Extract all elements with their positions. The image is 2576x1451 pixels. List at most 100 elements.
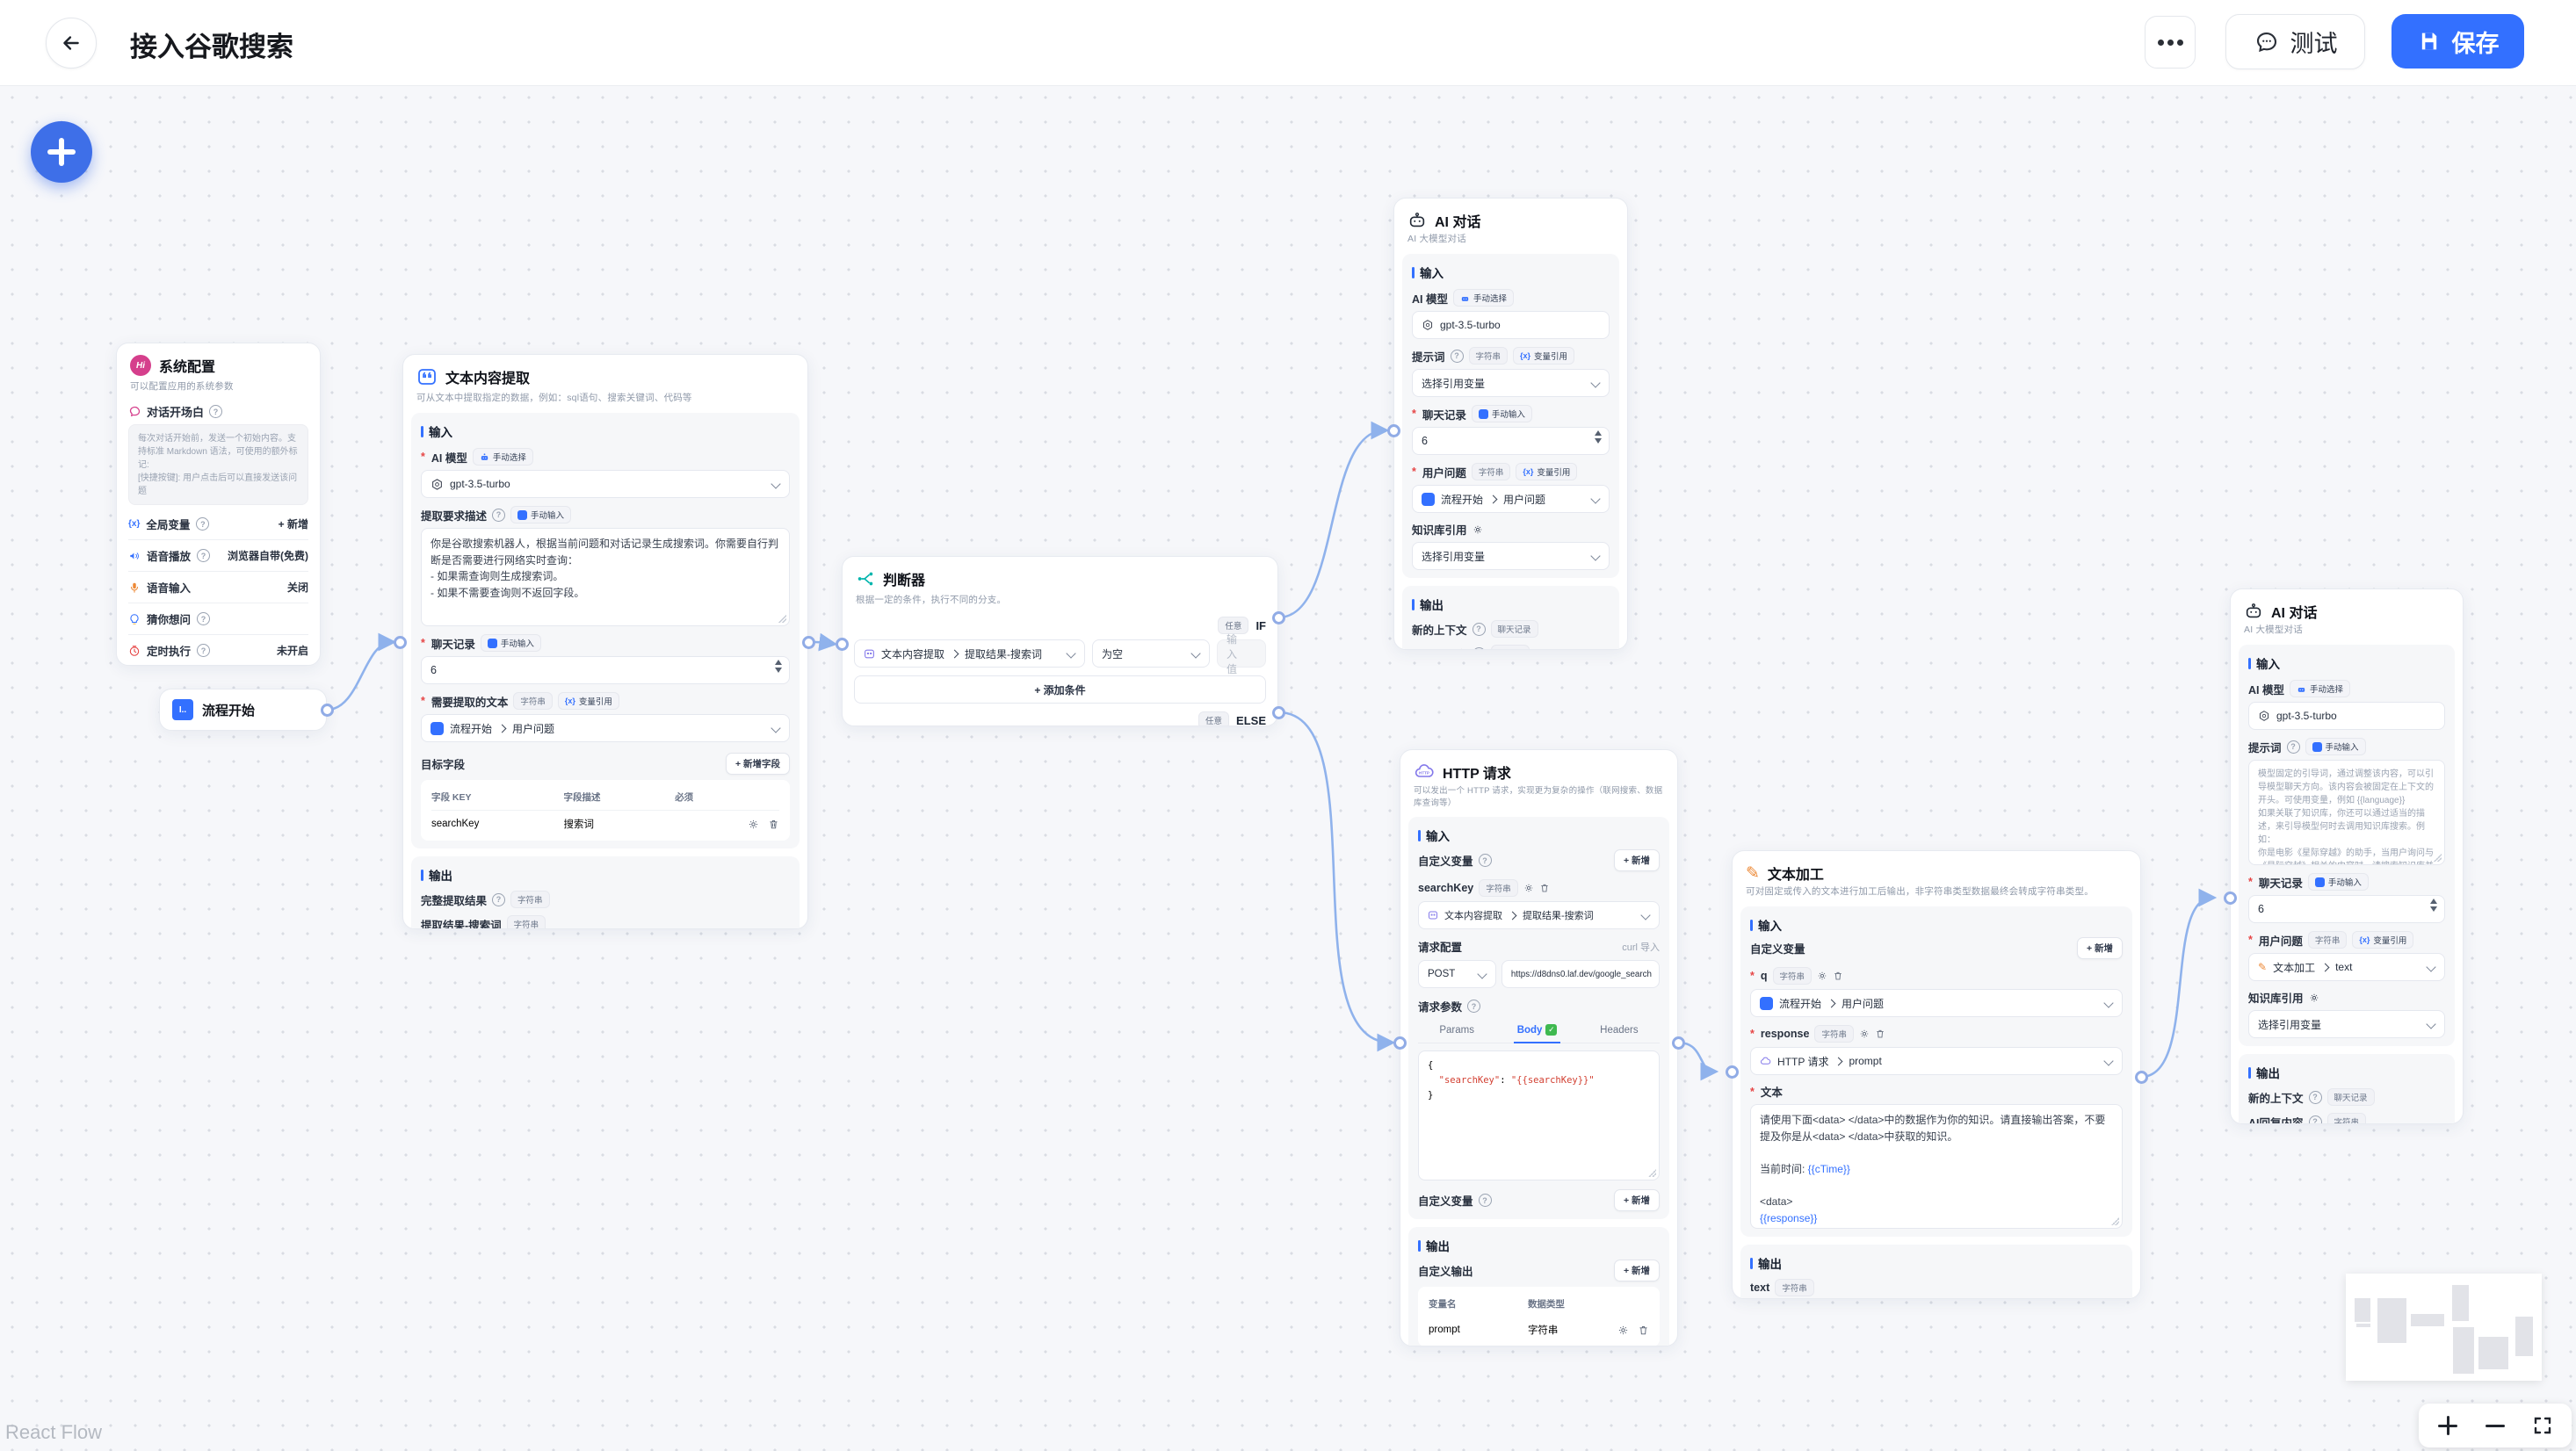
history-rounds-input[interactable]: 6 <box>2248 895 2445 923</box>
flow-canvas[interactable] <box>0 85 2576 1451</box>
step-up-icon[interactable] <box>1595 430 1602 436</box>
target-handle-extract[interactable] <box>394 636 407 649</box>
target-handle-ai-right[interactable] <box>2224 892 2237 905</box>
history-rounds-input[interactable]: 6 <box>1412 427 1610 455</box>
node-system-config[interactable]: Hi 系统配置 可以配置应用的系统参数 对话开场白 ? 每次对话开始前，发送一个… <box>116 343 321 666</box>
gear-icon[interactable] <box>1523 883 1534 893</box>
question-icon[interactable]: ? <box>209 405 223 418</box>
question-icon[interactable]: ? <box>492 892 506 906</box>
trash-icon[interactable] <box>1875 1029 1885 1039</box>
gear-icon[interactable] <box>1817 971 1827 981</box>
gear-icon[interactable] <box>1473 524 1483 535</box>
add-output-button[interactable]: + 新增 <box>1613 1260 1660 1281</box>
question-icon[interactable]: ? <box>197 549 211 562</box>
step-down-icon[interactable] <box>775 668 782 673</box>
question-icon[interactable]: ? <box>2308 1090 2322 1104</box>
source-handle-editor[interactable] <box>2135 1071 2148 1084</box>
question-icon[interactable]: ? <box>197 612 211 625</box>
prompt-textarea[interactable]: 模型固定的引导词，通过调整该内容，可以引导模型聊天方向。该内容会被固定在上下文的… <box>2248 760 2445 865</box>
question-icon[interactable]: ? <box>1478 1194 1492 1207</box>
system-row-tts[interactable]: 语音播放? 浏览器自带(免费) <box>128 540 308 571</box>
resize-handle[interactable] <box>2433 853 2442 862</box>
target-handle-editor[interactable] <box>1726 1065 1739 1079</box>
system-row-speech-input[interactable]: 语音输入 关闭 <box>128 572 308 603</box>
gear-icon[interactable] <box>1617 1325 1629 1336</box>
target-handle-classifier[interactable] <box>836 638 849 651</box>
condition-value-input[interactable]: 输入值 <box>1217 633 1266 675</box>
node-ai-chat-right[interactable]: AI 对话 AI 大模型对话 输入 AI 模型 手动选择 gpt-3.5-tur… <box>2230 588 2464 1124</box>
source-handle-extract[interactable] <box>802 636 815 649</box>
question-icon[interactable]: ? <box>197 644 211 657</box>
prompt-ref-select[interactable]: 选择引用变量 <box>1412 369 1610 397</box>
step-down-icon[interactable] <box>2430 906 2437 912</box>
add-var-button[interactable]: + 新增 <box>1613 849 1660 871</box>
welcome-textarea[interactable]: 每次对话开始前，发送一个初始内容。支持标准 Markdown 语法，可使用的额外… <box>128 424 308 505</box>
gear-icon[interactable] <box>1859 1029 1870 1039</box>
method-select[interactable]: POST <box>1418 960 1496 988</box>
gear-icon[interactable] <box>2309 993 2319 1003</box>
resize-handle[interactable] <box>2110 1216 2119 1225</box>
node-flow-start[interactable]: I.. 流程开始 <box>159 689 327 731</box>
minimap[interactable] <box>2346 1274 2542 1381</box>
target-handle-http[interactable] <box>1393 1036 1407 1050</box>
question-icon[interactable]: ? <box>196 517 210 531</box>
source-handle-flow-start[interactable] <box>321 704 334 717</box>
condition-ref-select[interactable]: 文本内容提取提取结果-搜索词 <box>854 639 1085 668</box>
gear-icon[interactable] <box>748 819 759 830</box>
var-ref-select[interactable]: 文本内容提取提取结果-搜索词 <box>1418 901 1660 929</box>
curl-import-button[interactable]: curl 导入 <box>1622 942 1660 953</box>
url-input[interactable]: https://d8dns0.laf.dev/google_search <box>1501 960 1660 988</box>
trash-icon[interactable] <box>1833 971 1843 981</box>
node-ai-chat-top[interactable]: AI 对话 AI 大模型对话 输入 AI 模型 手动选择 gpt-3.5-tur… <box>1393 198 1628 650</box>
system-row-guess-question[interactable]: 猜你想问? <box>128 603 308 634</box>
text-template-textarea[interactable]: 请使用下面<data> </data>中的数据作为你的知识。请直接输出答案，不要… <box>1750 1104 2123 1229</box>
source-handle-if[interactable] <box>1272 611 1285 624</box>
save-button[interactable]: 保存 <box>2391 14 2524 69</box>
trash-icon[interactable] <box>1638 1325 1649 1336</box>
tab-headers[interactable]: Headers <box>1600 1025 1639 1036</box>
system-row-schedule[interactable]: 定时执行? 未开启 <box>128 635 308 665</box>
kb-ref-select[interactable]: 选择引用变量 <box>1412 542 1610 570</box>
back-button[interactable] <box>46 18 97 69</box>
tab-params[interactable]: Params <box>1439 1025 1474 1036</box>
add-var-button[interactable]: + 新增 <box>2076 937 2123 959</box>
add-field-button[interactable]: + 新增字段 <box>725 753 790 775</box>
add-node-button[interactable] <box>31 121 92 183</box>
question-icon[interactable]: ? <box>1450 349 1464 363</box>
system-row-global-vars[interactable]: {x} 全局变量? + 新增 <box>128 509 308 539</box>
question-icon[interactable]: ? <box>492 508 506 522</box>
history-rounds-input[interactable]: 6 <box>421 656 790 684</box>
node-http-request[interactable]: HTTP HTTP 请求 可以发出一个 HTTP 请求，实现更为复杂的操作（联网… <box>1400 749 1678 1346</box>
question-icon[interactable]: ? <box>2286 740 2300 754</box>
model-select[interactable]: gpt-3.5-turbo <box>1412 311 1610 339</box>
question-icon[interactable]: ? <box>1467 1000 1481 1013</box>
more-button[interactable] <box>2145 16 2196 69</box>
zoom-in-button[interactable] <box>2433 1411 2463 1440</box>
question-icon[interactable]: ? <box>2308 1115 2322 1123</box>
body-code-editor[interactable]: { "searchKey": "{{searchKey}}" } <box>1418 1050 1660 1180</box>
model-select[interactable]: gpt-3.5-turbo <box>2248 702 2445 730</box>
var1-ref-select[interactable]: 流程开始用户问题 <box>1750 989 2123 1017</box>
resize-handle[interactable] <box>1647 1168 1656 1177</box>
kb-ref-select[interactable]: 选择引用变量 <box>2248 1010 2445 1038</box>
node-text-editor[interactable]: ✎ 文本加工 可对固定或传入的文本进行加工后输出，非字符串类型数据最终会转成字符… <box>1732 850 2141 1299</box>
fit-view-button[interactable] <box>2528 1411 2558 1440</box>
question-icon[interactable]: ? <box>1472 622 1486 636</box>
step-down-icon[interactable] <box>1595 438 1602 444</box>
tab-body[interactable]: Body✓ <box>1513 1020 1561 1043</box>
source-handle-http[interactable] <box>1672 1036 1685 1050</box>
target-handle-ai-top[interactable] <box>1387 424 1400 437</box>
question-ref-select[interactable]: 流程开始用户问题 <box>1412 485 1610 513</box>
question-icon[interactable]: ? <box>1478 854 1492 867</box>
step-up-icon[interactable] <box>775 660 782 665</box>
add-global-var-button[interactable]: + 新增 <box>278 518 308 531</box>
model-select[interactable]: gpt-3.5-turbo <box>421 470 790 498</box>
step-up-icon[interactable] <box>2430 899 2437 904</box>
question-icon[interactable]: ? <box>1472 646 1486 649</box>
add-var-button[interactable]: + 新增 <box>1613 1189 1660 1211</box>
extract-desc-textarea[interactable]: 你是谷歌搜索机器人，根据当前问题和对话记录生成搜索词。你需要自行判断是否需要进行… <box>421 528 790 626</box>
trash-icon[interactable] <box>768 819 779 830</box>
source-ref-select[interactable]: 流程开始用户问题 <box>421 714 790 742</box>
